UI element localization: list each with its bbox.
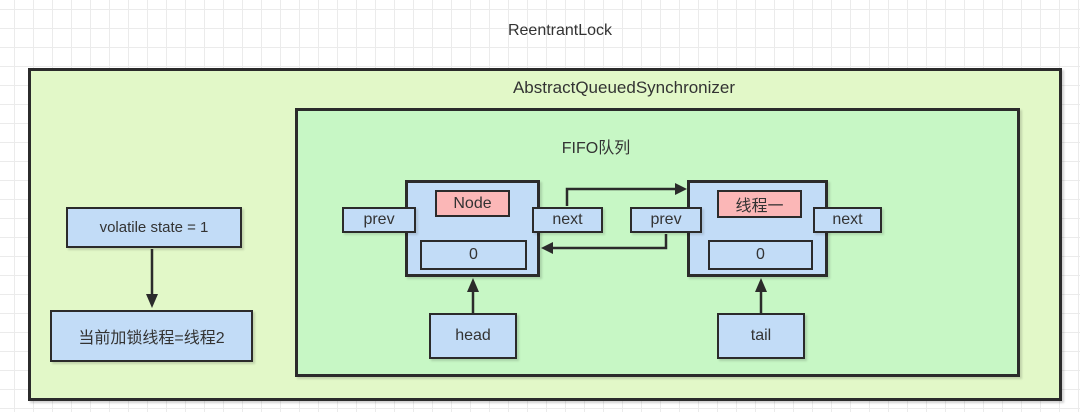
fifo-queue-title: FIFO队列	[561, 140, 631, 157]
queue-node-2-next-pointer: next	[813, 207, 882, 233]
aqs-title: AbstractQueuedSynchronizer	[512, 78, 736, 97]
queue-node-1-waitstatus: 0	[420, 240, 527, 270]
head-pointer-box: head	[429, 313, 517, 359]
volatile-state-box: volatile state = 1	[66, 207, 242, 248]
queue-node-2-prev-pointer: prev	[630, 207, 702, 233]
current-lock-thread-box: 当前加锁线程=线程2	[50, 310, 253, 362]
queue-node-1-prev-pointer: prev	[342, 207, 416, 233]
queue-node-2-waitstatus: 0	[708, 240, 813, 270]
queue-node-2-label: 线程一	[717, 190, 802, 218]
page-title: ReentrantLock	[507, 22, 613, 39]
tail-pointer-box: tail	[717, 313, 805, 359]
queue-node-1-label: Node	[435, 190, 510, 217]
queue-node-1-next-pointer: next	[532, 207, 603, 233]
